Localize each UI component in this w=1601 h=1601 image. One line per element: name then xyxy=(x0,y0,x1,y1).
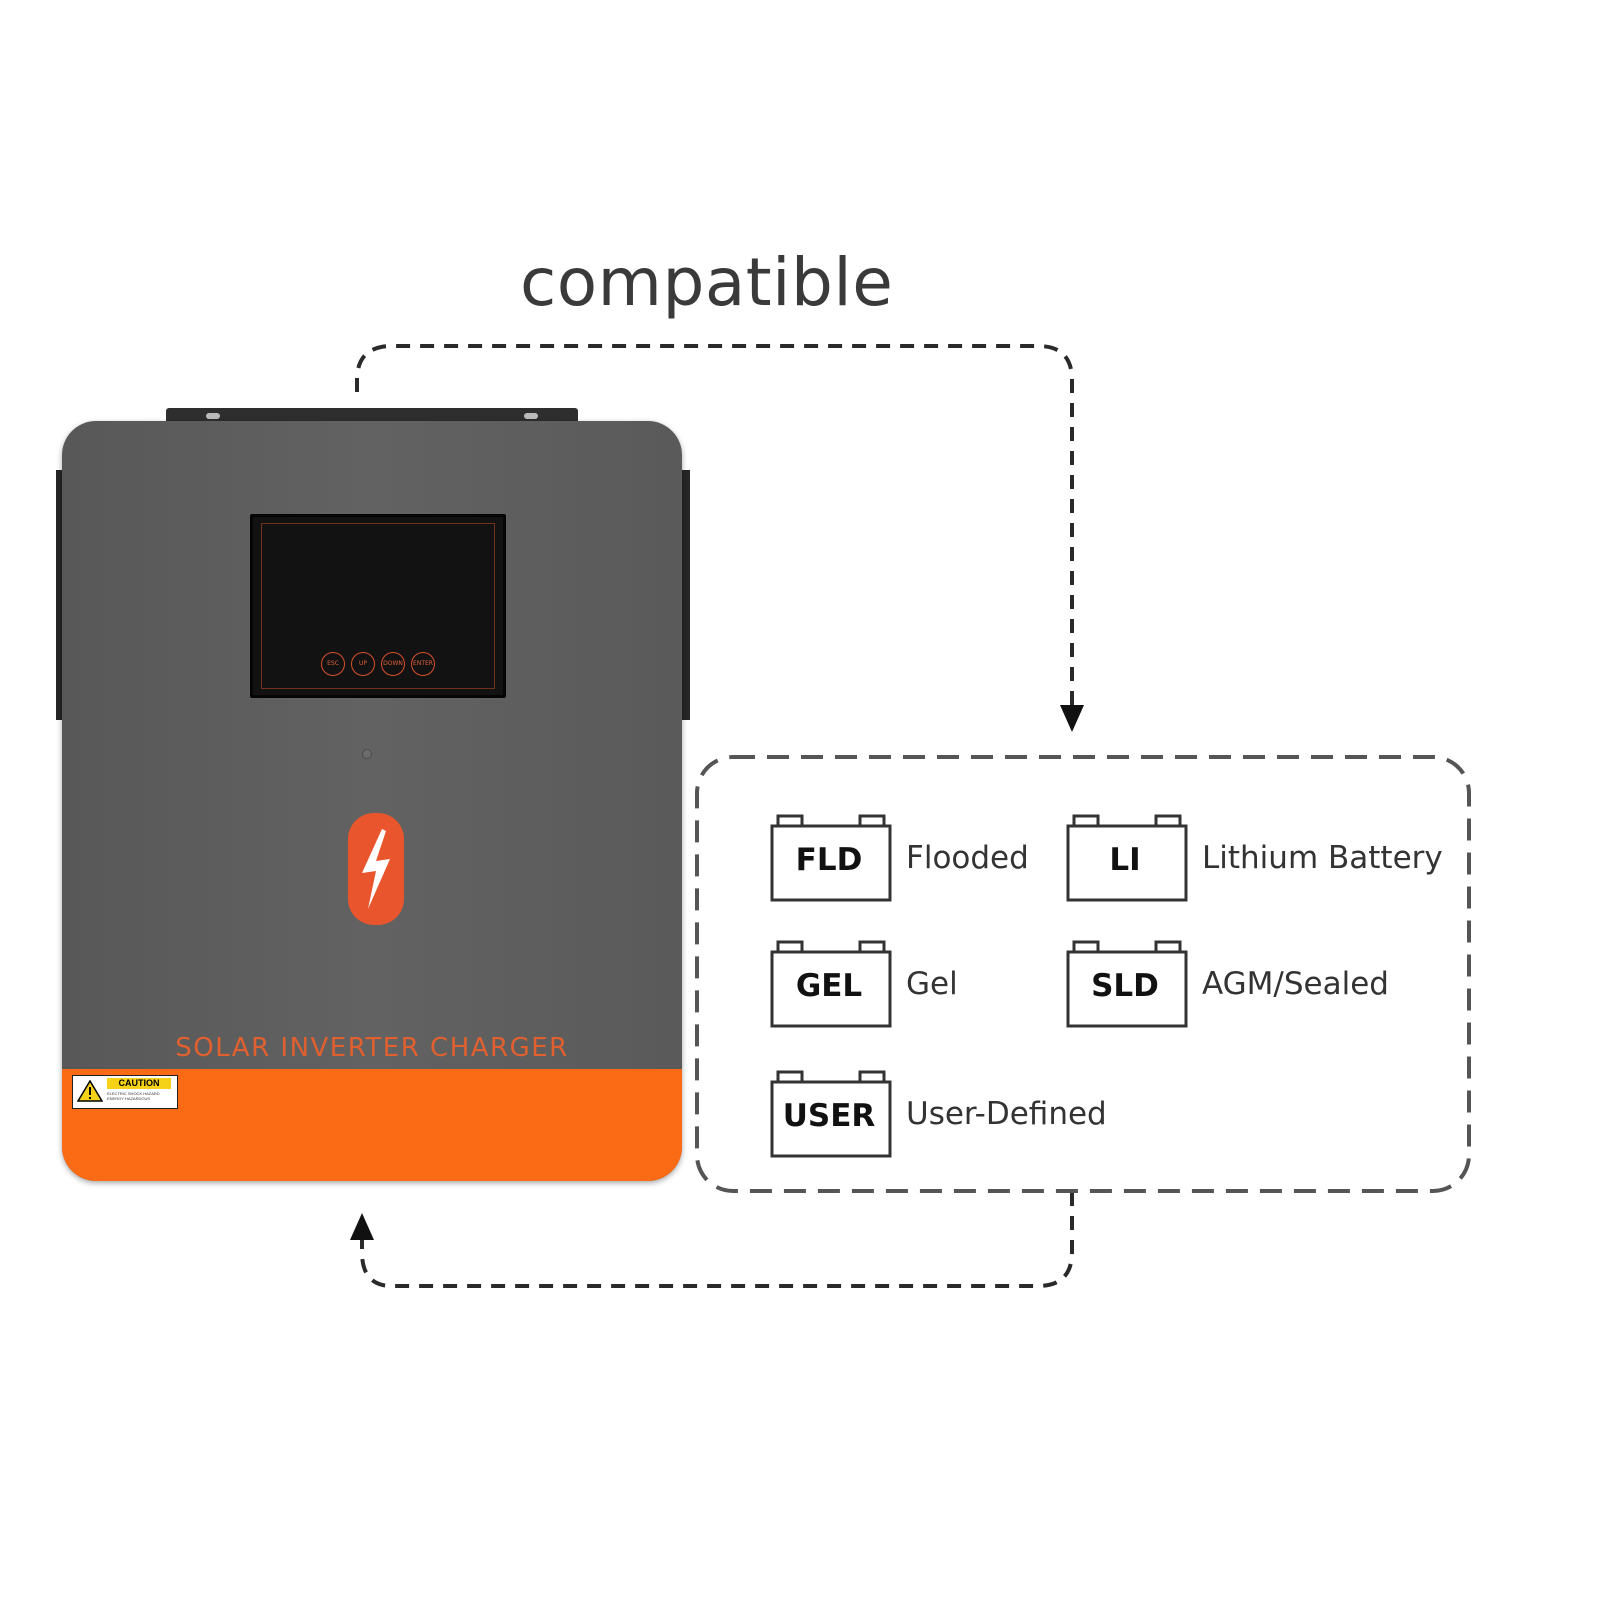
lightning-bolt-icon xyxy=(362,829,390,909)
battery-code: LI xyxy=(1109,842,1141,878)
caution-text: ELECTRIC SHOCK HAZARD ENERGY HAZARDOUS xyxy=(107,1091,160,1101)
battery-code: GEL xyxy=(795,968,863,1004)
down-arrow-icon xyxy=(1060,705,1084,732)
solar-inverter-device: ESC UP DOWN ENTER SOLAR INVERTER CHARGER… xyxy=(62,421,682,1181)
battery-icon xyxy=(770,1070,892,1158)
device-label: SOLAR INVERTER CHARGER xyxy=(175,1033,569,1063)
bottom-connector-line xyxy=(360,1192,1074,1288)
page-heading: compatible xyxy=(520,244,894,321)
device-orange-band: CAUTION ELECTRIC SHOCK HAZARD ENERGY HAZ… xyxy=(62,1069,682,1181)
battery-name: User-Defined xyxy=(906,1096,1107,1132)
battery-code: FLD xyxy=(795,842,863,878)
lcd-screen: ESC UP DOWN ENTER xyxy=(250,514,506,698)
battery-code: SLD xyxy=(1091,968,1159,1004)
battery-name: Flooded xyxy=(906,840,1029,876)
battery-name: Lithium Battery xyxy=(1202,840,1443,876)
top-connector-line xyxy=(355,344,1074,705)
battery-icon xyxy=(770,814,892,902)
warning-icon xyxy=(77,1080,103,1102)
up-button[interactable]: UP xyxy=(351,652,375,676)
battery-panel-frame xyxy=(695,755,1471,1193)
battery-code: USER xyxy=(782,1098,876,1134)
down-button[interactable]: DOWN xyxy=(381,652,405,676)
power-indicator xyxy=(362,749,372,759)
battery-icon xyxy=(1066,940,1188,1028)
battery-name: AGM/Sealed xyxy=(1202,966,1389,1002)
battery-name: Gel xyxy=(906,966,958,1002)
esc-button[interactable]: ESC xyxy=(321,652,345,676)
caution-label: CAUTION ELECTRIC SHOCK HAZARD ENERGY HAZ… xyxy=(72,1075,178,1109)
battery-icon xyxy=(1066,814,1188,902)
battery-icon xyxy=(770,940,892,1028)
enter-button[interactable]: ENTER xyxy=(411,652,435,676)
caution-title: CAUTION xyxy=(107,1078,171,1089)
logo-badge xyxy=(348,813,404,925)
up-arrow-icon xyxy=(350,1213,374,1240)
